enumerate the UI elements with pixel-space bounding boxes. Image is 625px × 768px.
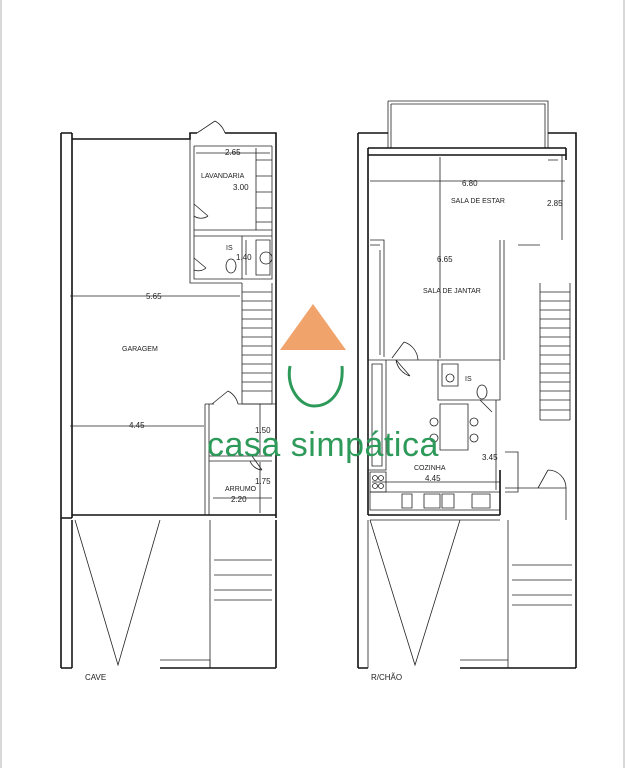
room-rchao-is: IS (465, 376, 472, 383)
dim-rchao-right: 2.85 (547, 199, 563, 208)
dim-garage-bottom: 4.45 (129, 421, 145, 430)
room-cave-is: IS (226, 245, 233, 252)
cave-title: CAVE (85, 673, 106, 682)
dim-kitchen-h: 3.45 (482, 453, 498, 462)
dim-cave-is: 1.40 (236, 253, 252, 262)
room-sala-jantar: SALA DE JANTAR (423, 288, 481, 295)
dim-garage-top: 5.65 (146, 292, 162, 301)
dim-lav-height: 3.00 (233, 183, 249, 192)
dim-arrumo-width: 2.20 (231, 495, 247, 504)
watermark-roof-icon (280, 304, 346, 350)
dim-rchao-height: 6.65 (437, 255, 453, 264)
watermark-logo (280, 304, 346, 408)
rchao-title: R/CHÃO (371, 673, 402, 682)
room-sala-estar: SALA DE ESTAR (451, 198, 505, 205)
rchao-plan (357, 100, 577, 669)
cave-plan (60, 120, 277, 669)
dim-rchao-width: 6.80 (462, 179, 478, 188)
dim-lav-width: 2.65 (225, 148, 241, 157)
dim-kitchen-w: 4.45 (425, 474, 441, 483)
room-cozinha: COZINHA (414, 465, 446, 472)
room-arrumo: ARRUMO (225, 486, 257, 493)
room-lavandaria: LAVANDARIA (201, 173, 245, 180)
dim-arrumo-upper: 1.50 (255, 426, 271, 435)
watermark-text: casa simpática (207, 426, 439, 464)
dim-arrumo-lower: 1.75 (255, 477, 271, 486)
room-garagem: GARAGEM (122, 346, 158, 353)
watermark-drop-icon (287, 365, 344, 408)
